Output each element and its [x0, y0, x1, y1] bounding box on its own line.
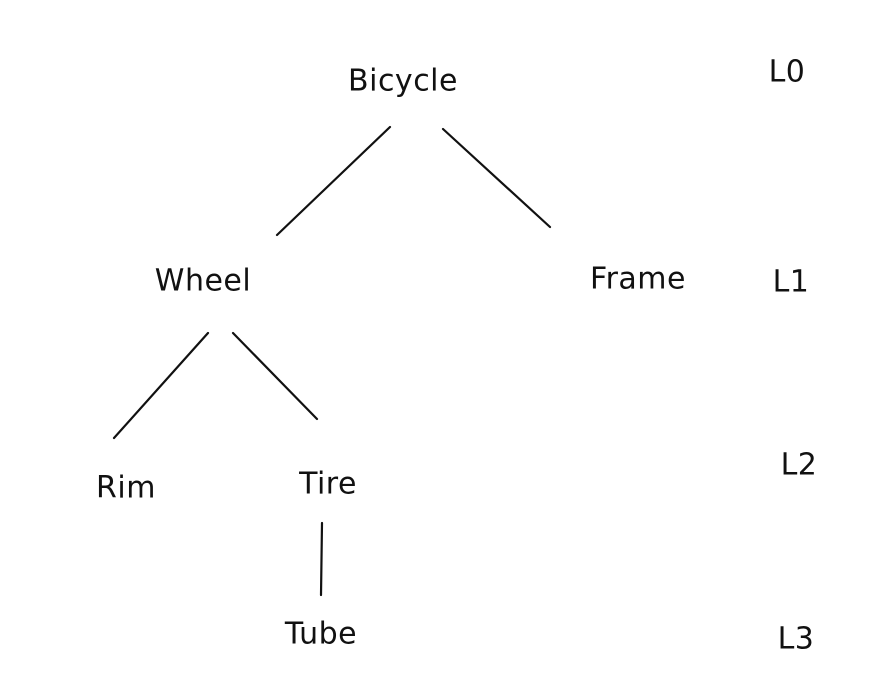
edge-wheel-tire — [231, 331, 319, 421]
level-label-l0: L0 — [768, 54, 806, 90]
level-label-l1: L1 — [772, 264, 810, 300]
node-label-bicycle: Bicycle — [348, 63, 458, 99]
node-label-rim: Rim — [96, 470, 156, 506]
level-label-l3: L3 — [777, 621, 815, 657]
node-label-tire: Tire — [299, 466, 357, 502]
edge-bicycle-frame — [441, 127, 552, 229]
node-label-tube: Tube — [284, 616, 358, 652]
node-label-frame: Frame — [590, 261, 686, 297]
edge-tire-tube — [319, 521, 324, 597]
edge-bicycle-wheel — [275, 125, 392, 237]
node-label-wheel: Wheel — [154, 263, 252, 299]
edge-wheel-rim — [112, 331, 210, 440]
level-label-l2: L2 — [780, 447, 818, 483]
